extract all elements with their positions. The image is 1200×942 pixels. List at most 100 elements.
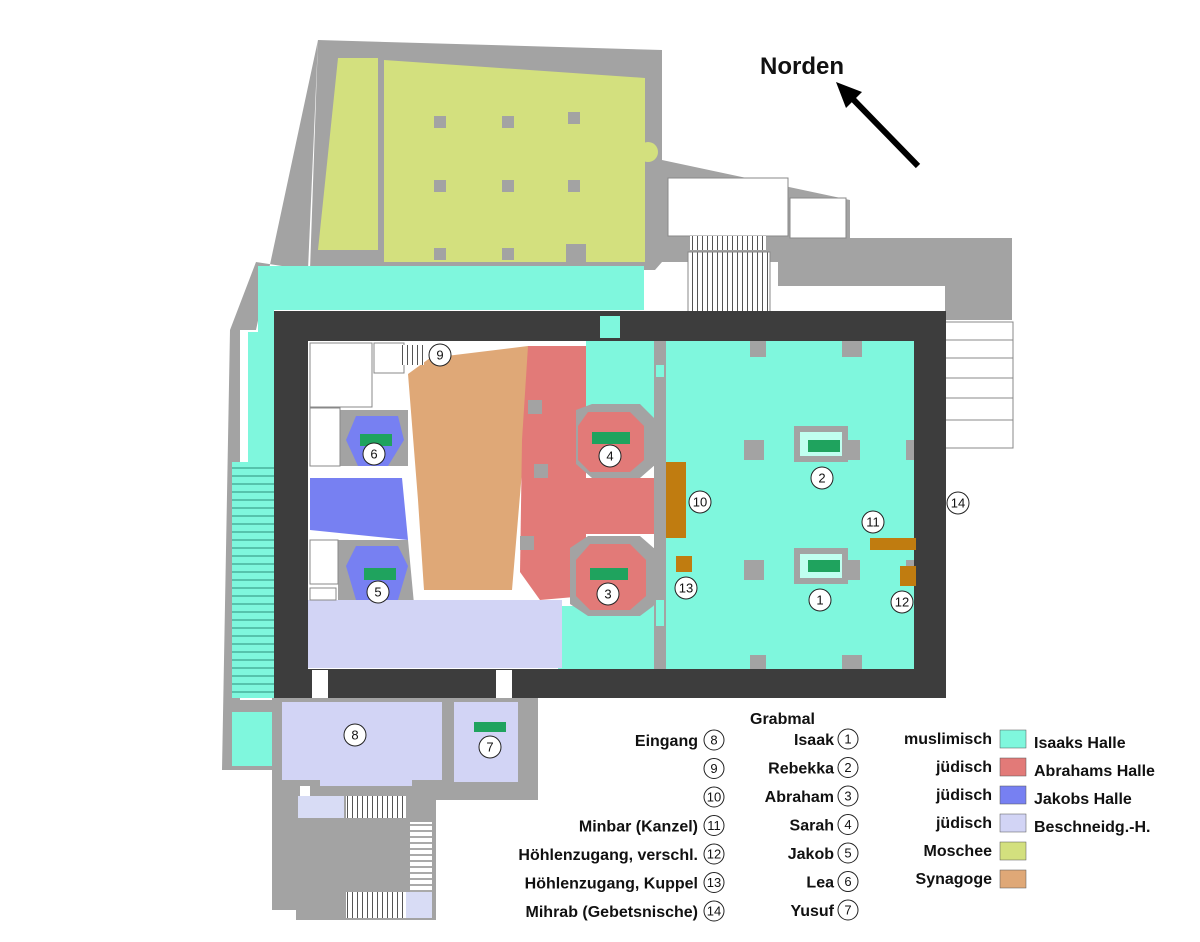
legend-number-circle: [703, 758, 725, 779]
legend-religion-text: jüdisch: [935, 815, 992, 832]
north-label: Norden: [760, 53, 844, 80]
marker-label: 9: [436, 348, 443, 363]
tomb-jakob: [364, 568, 396, 580]
tomb-rebekka: [808, 440, 840, 452]
legend-mid-item: Sarah 4: [790, 814, 859, 835]
legend-number: 7: [844, 903, 851, 918]
legend-number-circle: [837, 814, 859, 835]
legend-mid-text: Abraham: [765, 789, 834, 806]
legend-number: 13: [707, 875, 721, 890]
legend-mid-text: Rebekka: [768, 761, 834, 778]
marker-11: 11: [861, 510, 885, 534]
marker-label: 5: [374, 585, 381, 600]
cave-closed-12: [900, 566, 916, 586]
marker-2: 2: [810, 466, 834, 490]
legend-left-text: Minbar (Kanzel): [579, 819, 698, 836]
legend-swatch: [999, 841, 1027, 861]
isaak-corridors: [232, 266, 644, 766]
marker-12: 12: [890, 590, 914, 614]
legend-hall-text: Jakobs Halle: [1034, 791, 1132, 808]
legend-number: 5: [844, 846, 851, 861]
legend-left-item: 9: [703, 758, 725, 779]
legend-left-item: Höhlenzugang, Kuppel 13: [525, 872, 725, 893]
legend-number: 10: [707, 790, 721, 805]
legend-left-text: Höhlenzugang, verschl.: [518, 847, 698, 864]
legend-right-item: Moschee: [924, 841, 1027, 861]
legend-number-circle: [837, 899, 859, 921]
legend-number-circle: [837, 785, 859, 807]
marker-label: 12: [895, 595, 909, 610]
legend-left-item: Höhlenzugang, verschl. 12: [518, 843, 725, 865]
legend-left-item: Minbar (Kanzel)11: [579, 815, 725, 836]
legend-grabmal-header: Grabmal: [750, 711, 815, 728]
legend-number-circle: [703, 786, 725, 808]
legend-religion-text: jüdisch: [935, 787, 992, 804]
legend-left-text: Mihrab (Gebetsnische): [526, 904, 698, 921]
legend-number-circle: [837, 842, 859, 864]
legend-mid-text: Isaak: [794, 732, 834, 749]
moschee-area: [318, 58, 658, 266]
legend-number: 9: [710, 761, 717, 776]
legend-mid-item: Abraham 3: [765, 785, 859, 807]
legend-religion-text: Synagoge: [916, 871, 993, 888]
marker-8: 8: [343, 723, 367, 747]
marker-label: 10: [693, 495, 707, 510]
legend-left-item: Mihrab (Gebetsnische)14: [526, 900, 725, 922]
legend-swatch: [999, 729, 1027, 749]
tomb-abraham: [590, 568, 628, 580]
furniture: [666, 462, 916, 586]
marker-6: 6: [362, 442, 386, 466]
north-arrow: Norden: [760, 53, 921, 169]
marker-label: 4: [606, 449, 613, 464]
marker-5: 5: [366, 580, 390, 604]
marker-9: 9: [428, 343, 452, 367]
legend-left-text: Höhlenzugang, Kuppel: [525, 876, 698, 893]
legend-religion-text: jüdisch: [935, 759, 992, 776]
legend-swatch: [999, 757, 1027, 777]
haram-enclosure: [274, 311, 946, 698]
legend-swatch: [999, 813, 1027, 833]
marker-label: 1: [816, 593, 823, 608]
marker-1: 1: [808, 588, 832, 612]
legend-mid-text: Lea: [806, 875, 834, 892]
legend-right-item: jüdisch Jakobs Halle: [935, 785, 1132, 808]
legend-swatch: [999, 785, 1027, 805]
marker-14: 14: [946, 491, 970, 515]
legend-number: 1: [844, 732, 851, 747]
marker-13: 13: [674, 576, 698, 600]
marker-label: 2: [818, 471, 825, 486]
minbar-11: [870, 538, 916, 550]
marker-label: 13: [679, 581, 693, 596]
ne-courtyard: [667, 177, 1014, 449]
marker-10: 10: [688, 490, 712, 514]
marker-label: 14: [951, 496, 965, 511]
legend-religion-text: muslimisch: [904, 731, 992, 748]
legend-number-circle: [703, 872, 725, 893]
marker-7: 7: [478, 735, 502, 759]
marker-label: 7: [486, 740, 493, 755]
legend-number: 4: [844, 817, 851, 832]
tomb-lea: [360, 434, 392, 446]
cave-dome-13: [676, 556, 692, 572]
minbar-10: [666, 462, 686, 538]
legend-number: 6: [844, 874, 851, 889]
legend-number: 12: [707, 847, 721, 862]
legend-religion-text: Moschee: [924, 843, 993, 860]
marker-label: 11: [866, 515, 880, 530]
legend-number-circle: [703, 815, 725, 836]
legend-number: 3: [844, 789, 851, 804]
legend-swatch: [999, 869, 1027, 889]
west-side-rooms: [309, 342, 424, 601]
tomb-isaak: [808, 560, 840, 572]
legend-mid-text: Sarah: [790, 818, 834, 835]
marker-4: 4: [598, 444, 622, 468]
